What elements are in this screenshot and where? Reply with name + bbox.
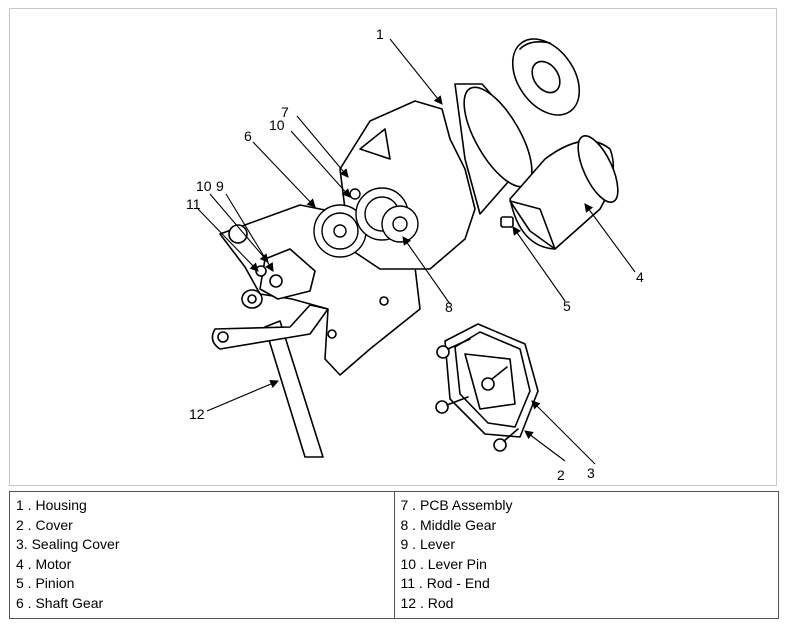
legend-item: 12 . Rod [400,594,454,611]
callout-4: 4 [636,269,644,285]
callout-8: 8 [445,299,453,315]
callout-10-lower: 10 [196,178,212,194]
cover-part [435,323,539,452]
parts-legend-table: 1 . Housing 2 . Cover 3. Sealing Cover 4… [9,491,779,619]
motor-part [500,135,619,250]
callout-12: 12 [189,406,205,422]
actuator-diagram: 1 2 3 4 5 6 7 8 9 10 10 11 12 [186,26,644,483]
callout-1: 1 [376,26,384,42]
rod-part [211,304,329,458]
callout-9: 9 [216,178,224,194]
legend-item: 11 . Rod - End [400,575,490,591]
callout-7: 7 [281,104,289,120]
legend-right-column: 7 . PCB Assembly 8 . Middle Gear 9 . Lev… [393,491,779,619]
legend-row: 1 . Housing 2 . Cover 3. Sealing Cover 4… [9,491,779,619]
legend-item: 6 . Shaft Gear [16,594,104,611]
legend-item: 9 . Lever [400,536,455,552]
legend-item: 4 . Motor [16,555,72,572]
housing-part [339,83,533,270]
callout-11: 11 [186,196,201,212]
legend-item: 1 . Housing [16,497,87,513]
callout-3: 3 [587,465,595,481]
callout-6: 6 [244,128,252,144]
exploded-view-figure: 1 2 3 4 5 6 7 8 9 10 10 11 12 [9,8,777,486]
legend-item: 8 . Middle Gear [400,516,497,533]
leader-lines [197,38,636,465]
legend-item: 3. Sealing Cover [16,536,120,552]
legend-item: 2 . Cover [16,516,73,533]
legend-item: 5 . Pinion [16,575,75,591]
callout-5: 5 [563,298,571,314]
legend-item: 10 . Lever Pin [400,555,487,572]
gear-set [313,187,419,258]
callout-2: 2 [557,467,565,483]
callout-10-upper: 10 [269,117,285,133]
legend-item: 7 . PCB Assembly [400,497,513,513]
end-cap-part [511,38,581,116]
legend-left-column: 1 . Housing 2 . Cover 3. Sealing Cover 4… [9,491,395,619]
